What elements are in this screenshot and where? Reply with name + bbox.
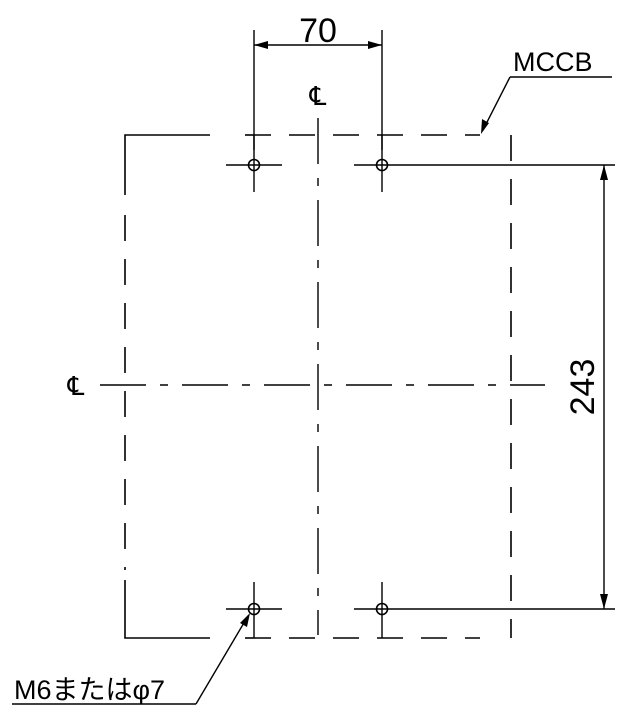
vertical-centerline-symbol: ℄	[309, 81, 327, 111]
dimension-horizontal: 70	[253, 12, 383, 150]
mccb-label-group: MCCB	[481, 47, 612, 134]
mccb-label: MCCB	[513, 47, 593, 77]
mounting-hole-bottom-left	[226, 582, 282, 638]
dimension-vertical: 243	[410, 164, 615, 610]
hole-spec-label-group: M6またはφ7	[12, 613, 250, 705]
mccb-outline	[124, 134, 512, 639]
dimension-horizontal-value: 70	[299, 12, 337, 50]
mounting-hole-bottom-right	[354, 582, 410, 638]
horizontal-centerline-symbol: ℄	[67, 371, 85, 401]
dimension-vertical-value: 243	[564, 359, 602, 416]
hole-spec-label: M6またはφ7	[14, 675, 165, 705]
